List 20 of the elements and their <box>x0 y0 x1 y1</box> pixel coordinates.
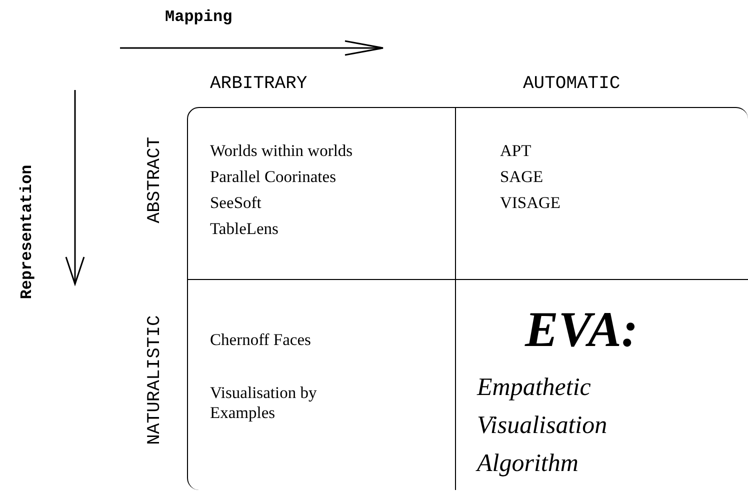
cell-text: Chernoff Faces <box>210 330 312 350</box>
cell-text: VISAGE <box>500 193 560 213</box>
matrix-cell <box>187 279 456 490</box>
matrix-cell <box>455 107 748 280</box>
subtitle-text: Empathetic Visualisation Algorithm <box>477 373 608 479</box>
cell-text: TableLens <box>210 219 278 239</box>
axis-label: Mapping <box>165 8 232 26</box>
cell-text: Visualisation by Examples <box>210 383 318 423</box>
cell-text: Worlds within worlds <box>210 141 353 161</box>
axis-label: Representation <box>18 164 36 300</box>
matrix-cell <box>187 107 456 280</box>
cell-text: SAGE <box>500 167 544 187</box>
column-header: AUTOMATIC <box>523 74 620 94</box>
row-header: ABSTRACT <box>145 136 165 224</box>
cell-text: APT <box>500 141 532 161</box>
cell-text: SeeSoft <box>210 193 262 213</box>
column-header: ARBITRARY <box>210 74 308 94</box>
row-header: NATURALISTIC <box>145 315 165 445</box>
cell-text: Parallel Coorinates <box>210 167 336 187</box>
title-text: EVA: <box>525 301 638 357</box>
